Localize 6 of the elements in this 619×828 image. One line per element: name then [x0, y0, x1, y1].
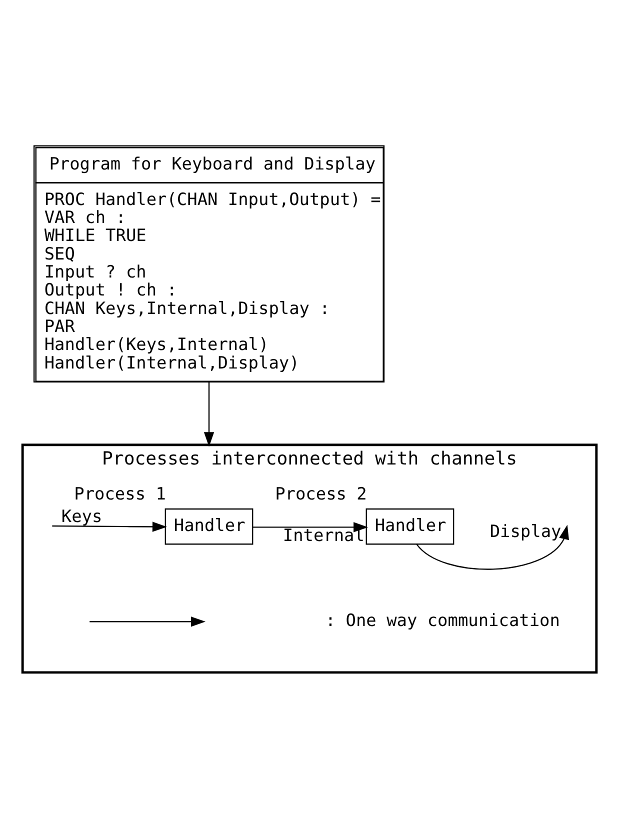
node-label: Process 1	[74, 484, 166, 504]
edge-label: Keys	[61, 506, 102, 526]
edge-label: Display	[490, 520, 562, 541]
edge-label: Internal	[282, 524, 364, 545]
node-label: Process 2	[275, 484, 367, 504]
legend-label: : One way communication	[325, 610, 560, 630]
